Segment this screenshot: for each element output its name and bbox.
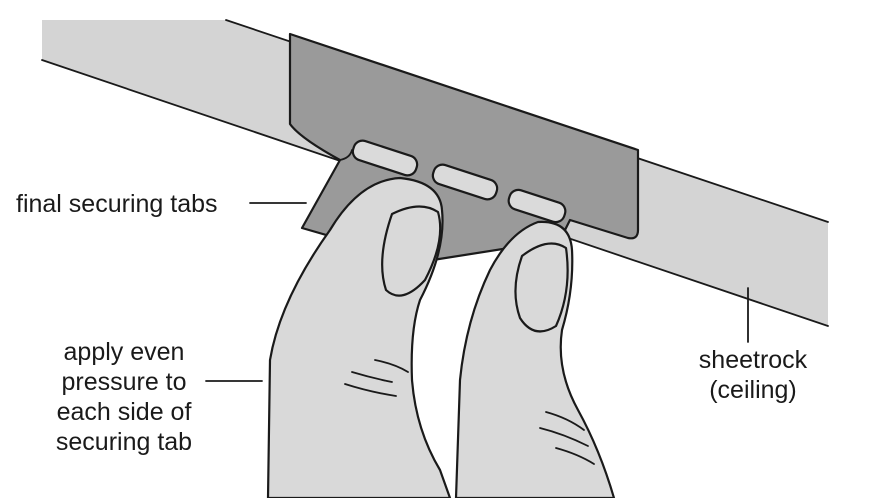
label-ceiling: (ceiling) xyxy=(709,376,797,404)
label-apply-pressure-line-1: apply even xyxy=(64,338,185,366)
right-knuckle-crease-2 xyxy=(539,427,589,447)
right-knuckle-crease-3 xyxy=(555,447,595,465)
bracket-left-fold xyxy=(339,149,353,161)
left-knuckle-crease-3 xyxy=(374,359,409,373)
label-sheetrock: sheetrock xyxy=(699,346,808,374)
label-apply-pressure-line-3: each side of xyxy=(57,398,192,426)
right-thumbnail xyxy=(514,242,569,333)
label-apply-pressure-line-2: pressure to xyxy=(61,368,186,396)
left-thumb xyxy=(266,176,452,498)
label-apply-pressure-line-4: securing tab xyxy=(56,428,192,456)
securing-tab-slot-1 xyxy=(351,139,419,177)
left-knuckle-crease-2 xyxy=(344,383,397,397)
right-thumb-shape xyxy=(454,220,616,498)
right-thumb xyxy=(454,220,616,498)
securing-tab-slot-2 xyxy=(431,163,499,201)
left-thumbnail xyxy=(381,205,442,297)
right-knuckle-crease-1 xyxy=(545,411,585,431)
left-knuckle-crease-1 xyxy=(351,371,393,383)
label-final-securing-tabs: final securing tabs xyxy=(16,190,218,218)
securing-tab-slot-3 xyxy=(507,188,567,224)
